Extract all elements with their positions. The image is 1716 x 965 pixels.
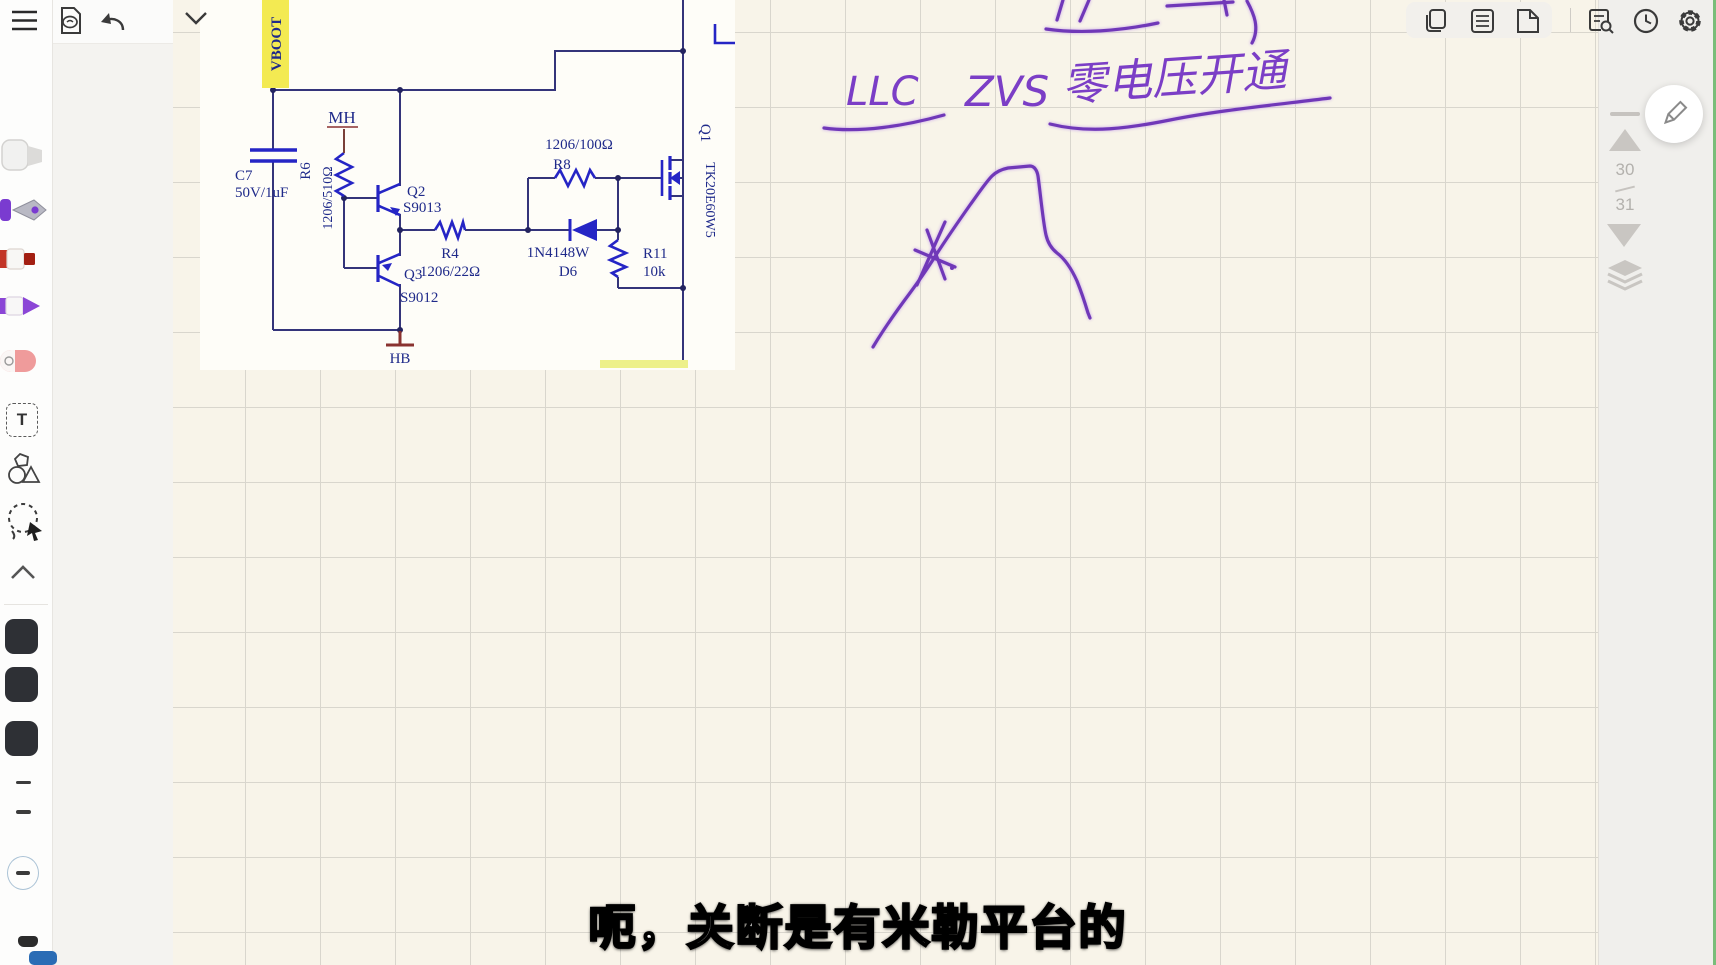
document-preview-icon[interactable] (57, 7, 85, 36)
schematic-image[interactable]: VBOOT MH HB C7 50V/1uF R6 1206/510Ω Q2 S… (200, 0, 735, 370)
label-q1-value: TK20E60W5 (702, 162, 717, 237)
color-swatch-1[interactable] (5, 619, 38, 654)
label-r11: R11 (643, 246, 667, 262)
chevron-down-icon[interactable] (184, 10, 208, 28)
stroke-width-thin[interactable] (16, 781, 31, 784)
label-r8-value: 1206/100Ω (545, 137, 613, 153)
stroke-width-medium[interactable] (16, 810, 31, 814)
label-d6: D6 (559, 264, 578, 280)
label-c7: C7 (235, 168, 253, 184)
color-swatch-3[interactable] (5, 721, 38, 756)
color-swatch-2[interactable] (5, 667, 38, 702)
video-subtitle: 呃，关断是有米勒平台的 (587, 900, 1128, 955)
purple-pencil-tool[interactable] (0, 293, 42, 319)
text-tool[interactable]: T (6, 403, 38, 437)
label-c7-value: 50V/1uF (235, 185, 288, 201)
schematic-labels: C7 50V/1uF R6 1206/510Ω Q2 S9013 Q3 S901… (235, 124, 717, 306)
new-page-icon[interactable] (1515, 8, 1541, 34)
schematic-background (200, 0, 735, 370)
lasso-tool[interactable] (4, 498, 46, 544)
collapse-chevron-icon[interactable] (10, 563, 36, 583)
label-q2: Q2 (407, 184, 425, 200)
outline-list-icon[interactable] (1470, 8, 1496, 34)
shapes-tool[interactable] (6, 451, 42, 487)
pencil-icon (1663, 100, 1688, 125)
page-up-button[interactable] (1609, 129, 1641, 151)
page-down-button[interactable] (1607, 224, 1641, 247)
label-q3-value: S9012 (400, 290, 438, 306)
history-clock-icon[interactable] (1633, 8, 1659, 34)
tool-sidebar: T (0, 0, 57, 965)
page-number-total: 31 (1615, 195, 1635, 214)
label-q1: Q1 (697, 124, 713, 142)
gray-marker-tool[interactable] (0, 136, 46, 174)
menu-icon[interactable] (11, 9, 38, 32)
net-label-mh: MH (328, 108, 355, 127)
net-label-hb: HB (390, 351, 411, 367)
panel-collapse-handle[interactable] (1610, 112, 1640, 116)
pink-eraser-tool[interactable] (0, 348, 40, 374)
undo-icon[interactable] (97, 9, 127, 33)
label-r11-value: 10k (643, 264, 666, 280)
red-marker-tool[interactable] (0, 246, 40, 272)
label-r6: R6 (298, 162, 314, 180)
label-q2-value: S9013 (403, 200, 441, 216)
hb-terminal (386, 331, 414, 347)
sidebar-divider (4, 604, 48, 605)
topbar-left (52, 0, 173, 44)
label-r8: R8 (553, 157, 571, 173)
label-r4-value: 1206/22Ω (420, 264, 480, 280)
screen-edge-artifact (1713, 0, 1716, 965)
net-label-vboot: VBOOT (269, 17, 285, 71)
vboot-net-highlight (262, 0, 289, 88)
duplicate-page-icon[interactable] (1423, 8, 1449, 34)
label-q3: Q3 (404, 267, 422, 283)
edit-pencil-button[interactable] (1645, 85, 1703, 143)
stroke-width-selected[interactable] (7, 856, 39, 890)
doc-search-icon[interactable] (1588, 8, 1615, 34)
layers-icon[interactable] (1606, 258, 1644, 294)
label-r6-value: 1206/510Ω (321, 166, 336, 229)
schematic-components (250, 24, 735, 288)
right-panel (1598, 0, 1716, 965)
page-number-current[interactable]: 30 (1615, 160, 1635, 179)
settings-gear-icon[interactable] (1677, 8, 1703, 34)
label-d6-value: 1N4148W (527, 245, 590, 261)
net-highlight-strip (600, 360, 688, 368)
blue-swatch-partial[interactable] (29, 951, 57, 965)
schematic-arrows (382, 171, 680, 271)
purple-fountain-pen-tool[interactable] (0, 195, 48, 225)
label-r4: R4 (441, 246, 459, 262)
topbar-divider (1570, 8, 1571, 32)
dark-swatch-partial[interactable] (18, 936, 38, 947)
